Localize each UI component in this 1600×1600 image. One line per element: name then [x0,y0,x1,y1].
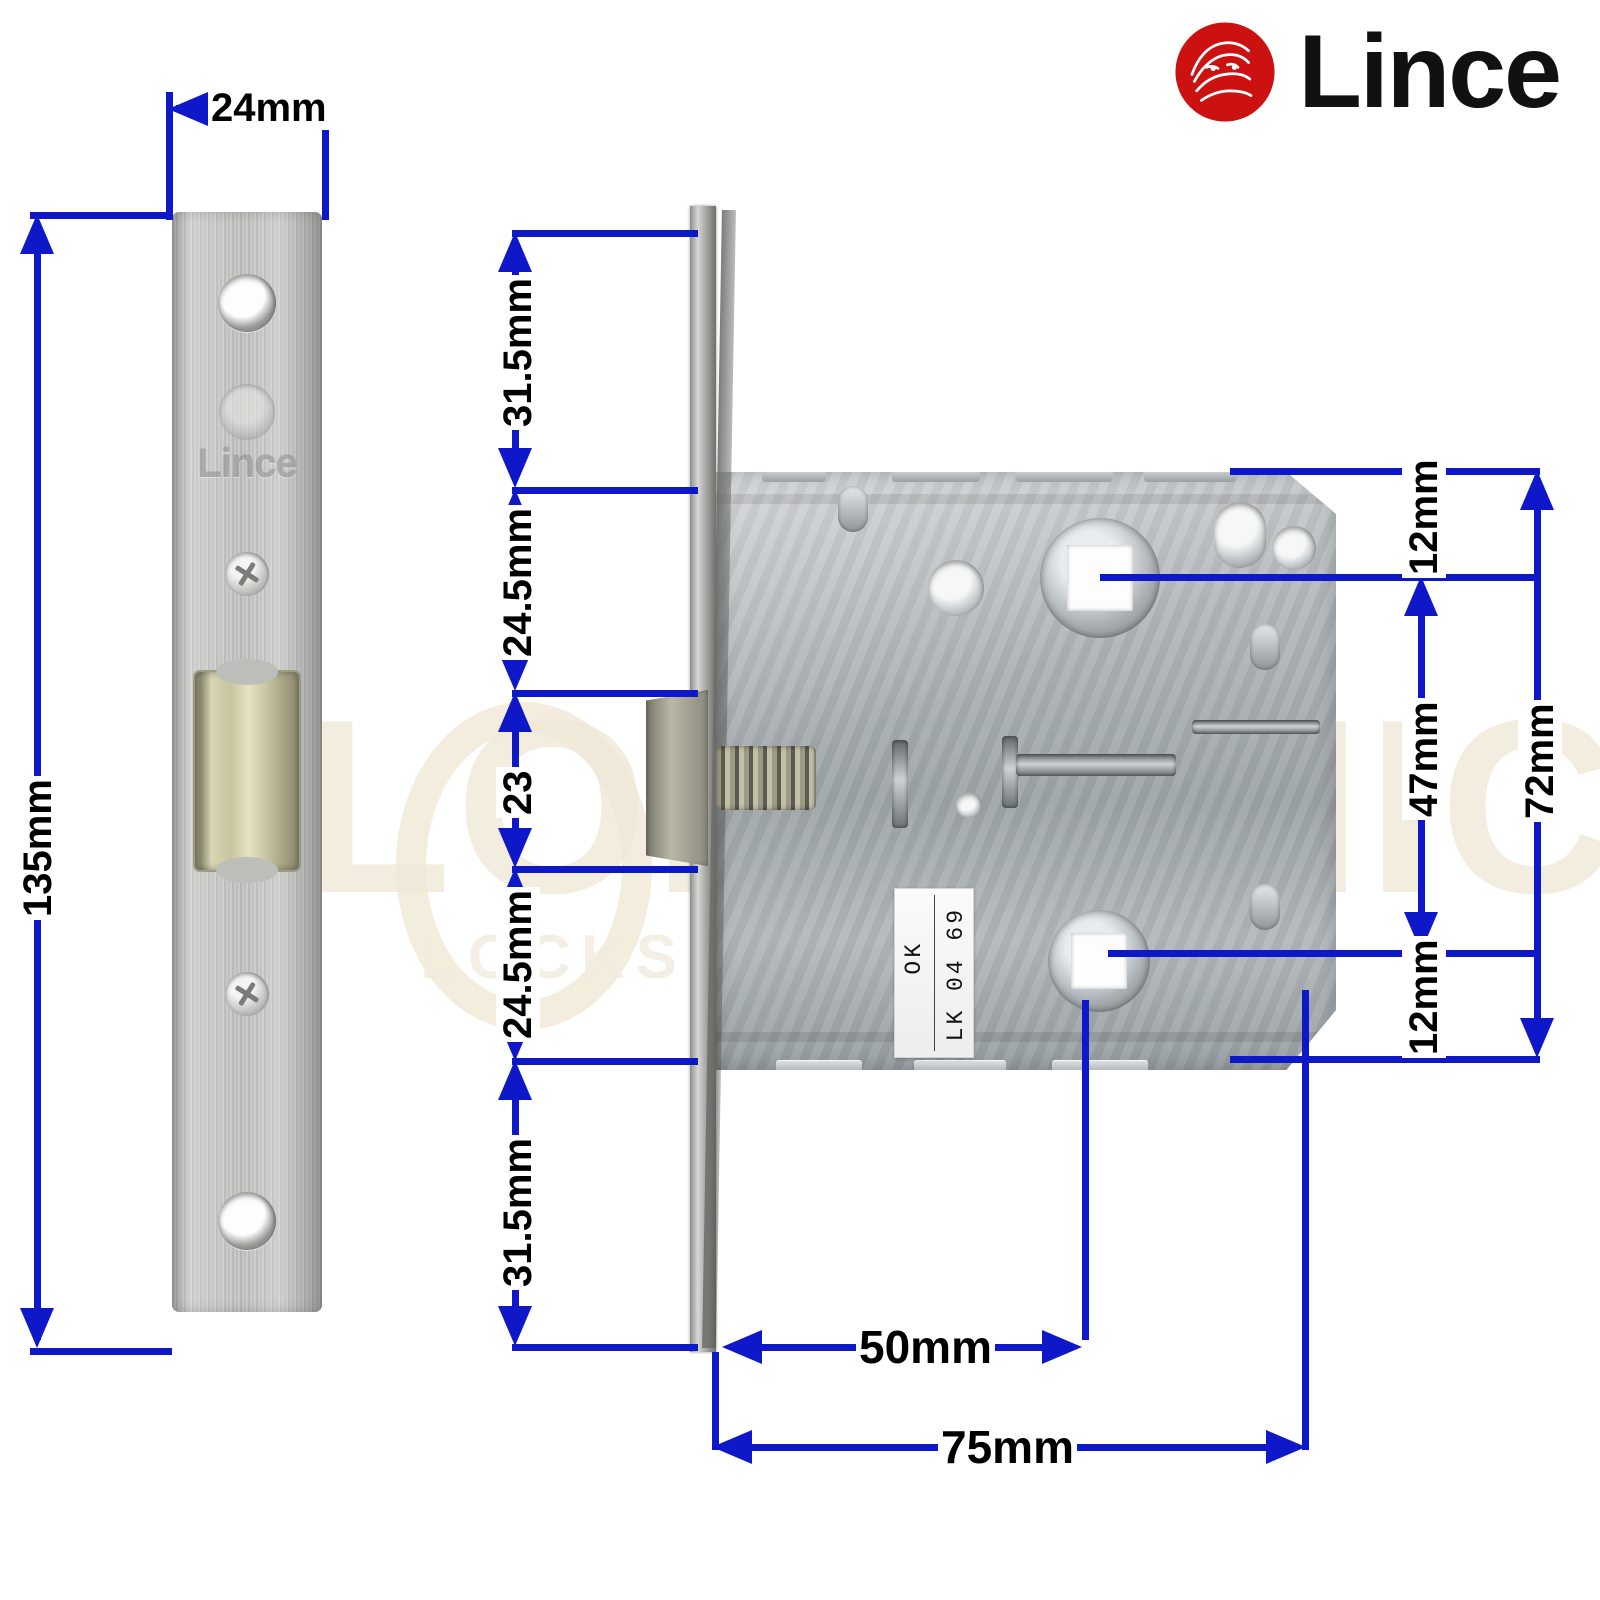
brand-logo: Lince [1166,8,1562,136]
dim-label-72mm: 72mm [1518,700,1562,822]
bolt-slot-horizontal [1016,754,1176,776]
arrow-50mm-right [1042,1330,1082,1364]
ext-line-body-top [1230,468,1540,475]
sticker-status: OK [901,941,927,975]
case-tab [1144,472,1236,482]
lock-body [716,472,1336,1070]
case-rivet [838,486,868,532]
case-tab [1016,472,1112,482]
screw-hole-bottom [218,1192,276,1250]
faceplate-screw-top [225,552,269,596]
lynx-head-icon [1166,13,1284,131]
dim-label-24_5mm-top: 24.5mm [496,505,540,660]
dim-label-12mm-lower: 12mm [1402,936,1446,1058]
ext-line-chain-e [512,1058,698,1065]
dim-label-12mm-upper: 12mm [1402,456,1446,578]
ext-line-50mm-right [1082,1000,1089,1340]
brand-wordmark: Lince [1298,14,1562,130]
dim-label-47mm: 47mm [1402,698,1446,820]
fixing-hole [928,560,984,616]
ext-line-135mm-bottom [30,1348,172,1355]
ext-line-spindle-lower [1108,950,1540,957]
faceplate-front-view: Lince [172,212,322,1312]
sticker-code: LK 04 69 [943,907,969,1042]
arrow-72mm-down [1520,1018,1554,1058]
ext-line-chain-f [512,1344,698,1351]
dim-label-135mm: 135mm [16,776,60,920]
arrow-75mm-right [1266,1430,1306,1464]
case-tab [892,472,980,482]
arrow-75mm-left [712,1430,752,1464]
ext-line-135mm-top [30,212,172,219]
dim-label-24_5mm-bottom: 24.5mm [496,887,540,1042]
ext-line-chain-a [512,230,698,237]
screw-hole-top [218,274,276,332]
case-tab [762,472,826,482]
engraved-brand-label: Lince [197,442,297,486]
faceplate-screw-bottom [225,972,269,1016]
arrow-31_5mm-top-down [498,448,532,488]
arrow-23mm-down [498,828,532,868]
arrow-135mm-bottom [20,1308,54,1348]
ext-line-24mm-right [322,92,329,220]
cam-cutout [1214,502,1266,568]
ext-line-chain-b [512,487,698,494]
arrow-47mm-up [1404,576,1438,616]
arrow-31_5mm-bottom-up [498,1060,532,1100]
arrow-50mm-left [722,1330,762,1364]
case-tab [1052,1060,1148,1070]
case-tab [776,1060,862,1070]
ext-line-chain-d [512,866,698,873]
dim-label-31_5mm-bottom: 31.5mm [496,1135,540,1290]
case-tab [914,1060,1006,1070]
pivot-hole [956,792,982,818]
sticker-divider [934,895,935,1051]
dim-label-23mm: 23 [496,767,540,818]
bolt-slot-horizontal [1192,720,1320,734]
ext-line-spindle-upper [1100,574,1540,581]
body-band-bottom [716,1032,1336,1042]
latch-bolt-front [195,672,299,870]
arrow-31_5mm-top-up [498,232,532,272]
case-rivet [1250,884,1280,930]
arrow-72mm-up [1520,470,1554,510]
ext-line-chain-c [512,690,698,697]
dim-label-24mm: 24mm [208,86,330,130]
latch-spring [716,746,816,810]
arrow-31_5mm-bottom-down [498,1306,532,1346]
arrow-24mm-left [168,92,208,126]
watermark-subtext: LOCKS [420,923,687,992]
bolt-slot [1002,736,1018,808]
ext-line-75mm-right [1302,990,1309,1450]
case-rivet [1250,624,1280,670]
spindle-hole-lower [1048,910,1150,1012]
ext-line-body-bottom [1230,1056,1540,1063]
ext-line-75mm-left [712,1352,719,1450]
engraved-lynx-head-icon [219,384,275,440]
dim-label-75mm: 75mm [938,1422,1077,1472]
cam-hole [1272,526,1316,570]
dim-label-31_5mm-top: 31.5mm [496,275,540,430]
body-band-top [716,494,1336,504]
latch-bolt-side [646,690,708,866]
arrow-135mm-top [20,214,54,254]
faceplate-engraving: Lince [195,384,299,487]
bolt-slot [892,740,908,828]
arrow-23mm-up [498,692,532,732]
product-label-sticker: OK LK 04 69 [894,888,974,1058]
dim-label-50mm: 50mm [856,1322,995,1372]
ext-line-24mm-left [166,92,173,220]
